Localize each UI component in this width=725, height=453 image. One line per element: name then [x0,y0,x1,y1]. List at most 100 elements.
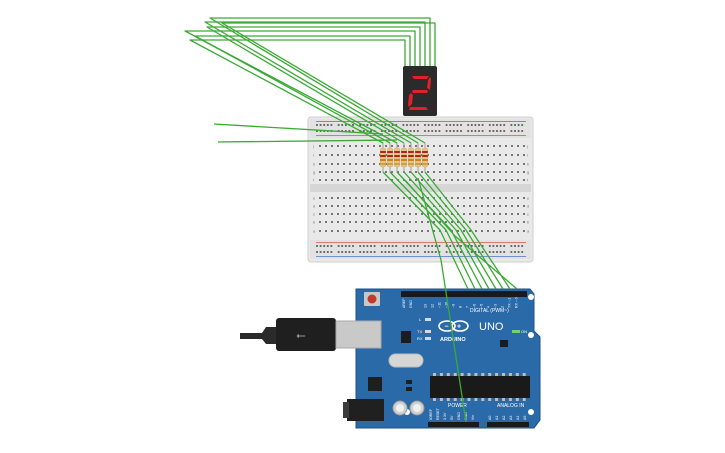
breadboard-hole[interactable] [481,197,483,199]
breadboard-hole[interactable] [439,179,441,181]
breadboard-hole[interactable] [348,245,351,247]
breadboard-hole[interactable] [391,221,393,223]
breadboard-hole[interactable] [463,205,465,207]
breadboard-hole[interactable] [445,245,448,247]
breadboard-hole[interactable] [355,230,357,232]
breadboard-hole[interactable] [499,145,501,147]
breadboard-hole[interactable] [510,251,513,253]
breadboard-hole[interactable] [427,130,430,132]
breadboard-hole[interactable] [319,213,321,215]
breadboard-hole[interactable] [449,245,452,247]
breadboard-hole[interactable] [325,230,327,232]
breadboard-hole[interactable] [457,221,459,223]
breadboard-hole[interactable] [481,179,483,181]
breadboard-hole[interactable] [433,154,435,156]
breadboard-hole[interactable] [521,124,524,126]
breadboard-hole[interactable] [337,213,339,215]
breadboard-hole[interactable] [523,205,525,207]
breadboard-hole[interactable] [343,221,345,223]
usb-cable[interactable]: ⭠ [240,318,382,351]
breadboard-hole[interactable] [499,251,502,253]
breadboard-hole[interactable] [367,205,369,207]
breadboard-hole[interactable] [385,221,387,223]
breadboard-hole[interactable] [415,230,417,232]
breadboard-hole[interactable] [379,221,381,223]
breadboard-hole[interactable] [449,130,452,132]
breadboard-hole[interactable] [449,124,452,126]
breadboard-hole[interactable] [487,154,489,156]
breadboard-hole[interactable] [343,205,345,207]
breadboard-hole[interactable] [470,245,473,247]
resistor[interactable] [421,147,429,168]
breadboard-hole[interactable] [385,197,387,199]
breadboard-hole[interactable] [391,145,393,147]
breadboard-hole[interactable] [445,179,447,181]
breadboard-hole[interactable] [469,205,471,207]
breadboard-hole[interactable] [402,251,405,253]
breadboard-hole[interactable] [344,251,347,253]
breadboard-hole[interactable] [487,179,489,181]
breadboard-hole[interactable] [362,245,365,247]
breadboard-hole[interactable] [481,145,483,147]
breadboard-hole[interactable] [445,251,448,253]
breadboard-hole[interactable] [470,251,473,253]
breadboard-hole[interactable] [499,154,501,156]
breadboard-hole[interactable] [341,245,344,247]
power-jack[interactable] [347,399,384,421]
breadboard-hole[interactable] [517,221,519,223]
wire[interactable] [424,171,511,290]
breadboard-hole[interactable] [380,245,383,247]
breadboard-hole[interactable] [406,130,408,132]
breadboard-hole[interactable] [488,251,491,253]
breadboard-hole[interactable] [481,245,484,247]
breadboard-hole[interactable] [409,221,411,223]
breadboard-hole[interactable] [481,171,483,173]
wire[interactable] [389,171,476,290]
breadboard-hole[interactable] [397,230,399,232]
breadboard-hole[interactable] [433,145,435,147]
breadboard-hole[interactable] [373,251,376,253]
breadboard-hole[interactable] [391,251,394,253]
breadboard-hole[interactable] [523,230,525,232]
breadboard-hole[interactable] [475,154,477,156]
breadboard-hole[interactable] [316,245,318,247]
breadboard-hole[interactable] [505,213,507,215]
breadboard-hole[interactable] [319,124,322,126]
breadboard-hole[interactable] [457,179,459,181]
breadboard-hole[interactable] [337,171,339,173]
breadboard-hole[interactable] [373,171,375,173]
breadboard-hole[interactable] [511,213,513,215]
breadboard-hole[interactable] [331,163,333,165]
breadboard-hole[interactable] [496,245,498,247]
breadboard-hole[interactable] [361,154,363,156]
breadboard-hole[interactable] [424,130,426,132]
breadboard-hole[interactable] [438,130,441,132]
breadboard-hole[interactable] [355,179,357,181]
breadboard-hole[interactable] [460,245,462,247]
breadboard-hole[interactable] [343,145,345,147]
breadboard-hole[interactable] [469,163,471,165]
breadboard-hole[interactable] [511,145,513,147]
breadboard-hole[interactable] [511,179,513,181]
breadboard-hole[interactable] [355,213,357,215]
breadboard-hole[interactable] [384,251,387,253]
breadboard-hole[interactable] [409,130,412,132]
breadboard-hole[interactable] [451,154,453,156]
breadboard-hole[interactable] [457,163,459,165]
breadboard-hole[interactable] [499,205,501,207]
breadboard-hole[interactable] [492,245,495,247]
breadboard-hole[interactable] [475,197,477,199]
breadboard-hole[interactable] [439,213,441,215]
breadboard-hole[interactable] [521,251,524,253]
breadboard-hole[interactable] [517,197,519,199]
breadboard-hole[interactable] [413,124,416,126]
breadboard-hole[interactable] [341,251,344,253]
breadboard-hole[interactable] [493,197,495,199]
breadboard-hole[interactable] [503,124,506,126]
breadboard-hole[interactable] [511,171,513,173]
breadboard-hole[interactable] [433,171,435,173]
breadboard-hole[interactable] [505,221,507,223]
breadboard-hole[interactable] [337,163,339,165]
breadboard-hole[interactable] [409,245,412,247]
